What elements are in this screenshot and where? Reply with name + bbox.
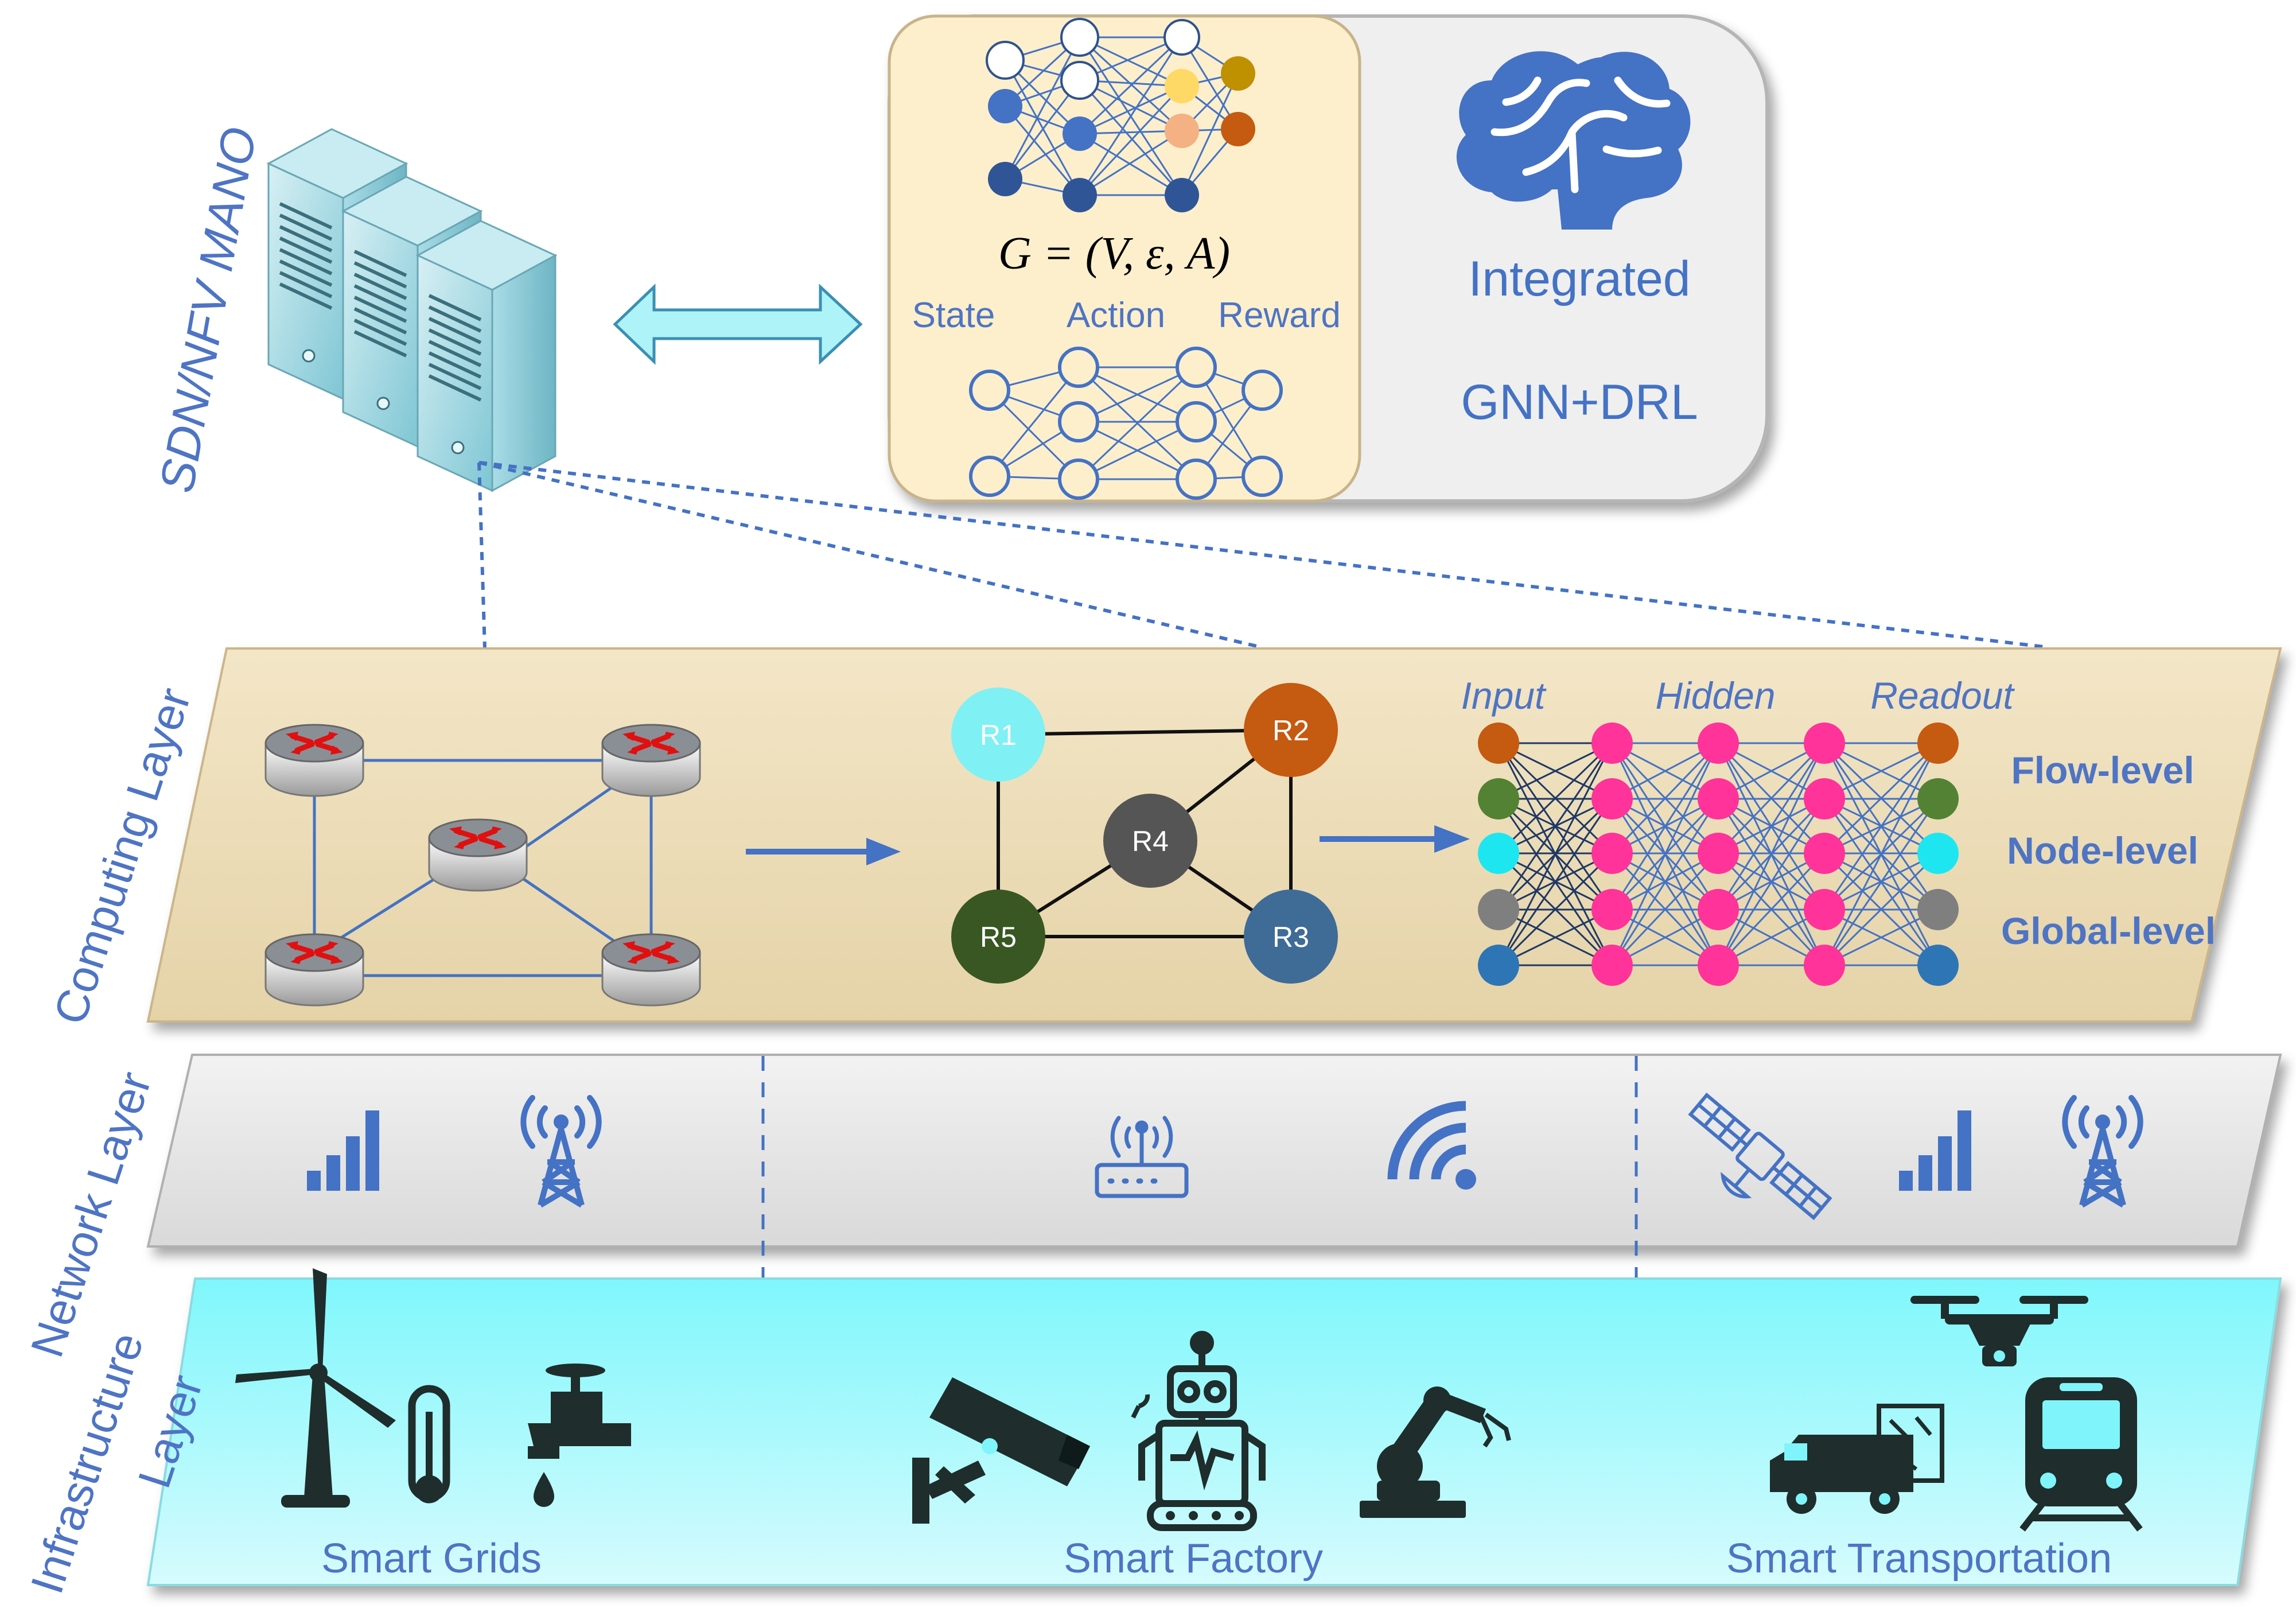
smart-grids-label: Smart Grids <box>321 1536 542 1582</box>
integrated-label: Integrated <box>1468 251 1690 306</box>
dotted-connectors <box>477 461 2044 649</box>
gnn-nodes <box>1478 723 1959 986</box>
drl-network <box>969 347 1283 500</box>
flow-level-label: Flow-level <box>2011 749 2194 791</box>
gnn-node <box>1478 833 1519 874</box>
infrastructure-layer-band <box>146 1277 2282 1586</box>
delivery-truck-icon <box>1770 1404 1944 1514</box>
gnn-node <box>1591 723 1633 764</box>
wind-turbine-icon <box>235 1268 396 1508</box>
gnn-node <box>1804 945 1845 986</box>
gnn-node <box>1804 723 1845 764</box>
gnn-node <box>1591 778 1633 819</box>
drl-node <box>969 370 1010 411</box>
drl-node <box>1242 370 1283 411</box>
network-layer-band <box>146 1054 2282 1248</box>
graph-node-r2 <box>1244 683 1338 777</box>
drl-node <box>1242 456 1283 497</box>
gnn-node <box>1591 945 1633 986</box>
gnn-node <box>1804 889 1845 930</box>
drl-node <box>1176 401 1217 442</box>
wifi-signal-icon <box>1387 1101 1476 1190</box>
graph-node-r4 <box>1103 794 1197 888</box>
gnn-node <box>1917 833 1959 874</box>
gnn-node <box>1698 889 1739 930</box>
gnn-node <box>1698 778 1739 819</box>
gnn-node <box>1591 833 1633 874</box>
gnn-node <box>1804 778 1845 819</box>
gnn-node <box>1478 778 1519 819</box>
thermometer-icon <box>408 1385 450 1504</box>
router-icon <box>429 819 527 891</box>
gnn-node <box>1591 889 1633 930</box>
gnn-hidden-label: Hidden <box>1655 674 1775 717</box>
gnn-node <box>1804 833 1845 874</box>
node-level-label: Node-level <box>2007 829 2198 872</box>
drone-icon <box>1910 1296 2088 1366</box>
equation: G = (V, ε, A) <box>998 228 1230 279</box>
router-icon <box>266 934 363 1005</box>
brain-icon <box>1456 51 1691 230</box>
label-action: Action <box>1067 296 1165 335</box>
gnn-node <box>1917 778 1959 819</box>
label-state: State <box>912 296 995 335</box>
graph-node-label: R4 <box>1132 825 1169 857</box>
label-reward: Reward <box>1218 296 1341 335</box>
method-label: GNN+DRL <box>1461 375 1698 430</box>
arrow-right-1 <box>746 838 901 865</box>
drl-node <box>1176 459 1217 500</box>
smart-factory-label: Smart Factory <box>1064 1536 1323 1582</box>
mano-server-stack <box>268 129 555 491</box>
gnn-node <box>1698 945 1739 986</box>
graph-node-r5 <box>951 890 1045 984</box>
gnn-node <box>1478 723 1519 764</box>
gnn-readout-label: Readout <box>1870 674 2015 717</box>
gnn-node <box>1917 945 1959 986</box>
drl-node <box>1058 459 1099 500</box>
graph-node-label: R1 <box>980 719 1017 751</box>
gnn-node <box>1478 889 1519 930</box>
gnn-input-label: Input <box>1461 674 1547 717</box>
security-camera-icon <box>912 1377 1090 1524</box>
router-icon <box>602 934 700 1005</box>
faucet-icon <box>528 1364 631 1507</box>
graph-node-r1 <box>951 688 1045 782</box>
gnn-node <box>1478 945 1519 986</box>
gnn-node <box>1698 833 1739 874</box>
router-icon <box>602 725 700 796</box>
robotic-arm-icon <box>1360 1386 1511 1518</box>
gnn-node <box>1917 889 1959 930</box>
network-layer-label: Network Layer <box>21 1066 161 1363</box>
gnn-node <box>1698 723 1739 764</box>
robot-icon <box>1131 1331 1266 1531</box>
drl-node <box>1176 347 1217 388</box>
drl-node <box>969 456 1010 497</box>
satellite-icon <box>1688 1092 1832 1221</box>
arrow-right-2 <box>1320 825 1470 853</box>
graph-node-label: R3 <box>1272 921 1309 953</box>
smart-transportation-label: Smart Transportation <box>1726 1536 2112 1582</box>
ai-gnn-nodes <box>986 18 1255 212</box>
drl-node <box>1058 347 1099 388</box>
mano-label: SDN/NFV MANO <box>149 123 266 497</box>
router-topology <box>266 725 700 1005</box>
train-icon <box>2019 1377 2143 1532</box>
drl-node <box>1058 401 1099 442</box>
router-icon <box>266 725 363 796</box>
global-level-label: Global-level <box>2001 910 2216 952</box>
wifi-router-icon <box>1095 1116 1189 1198</box>
graph-node-label: R5 <box>980 921 1017 953</box>
graph-node-label: R2 <box>1272 714 1309 747</box>
bidirectional-arrow <box>613 283 863 365</box>
graph-node-r3 <box>1244 890 1338 984</box>
gnn-node <box>1917 723 1959 764</box>
